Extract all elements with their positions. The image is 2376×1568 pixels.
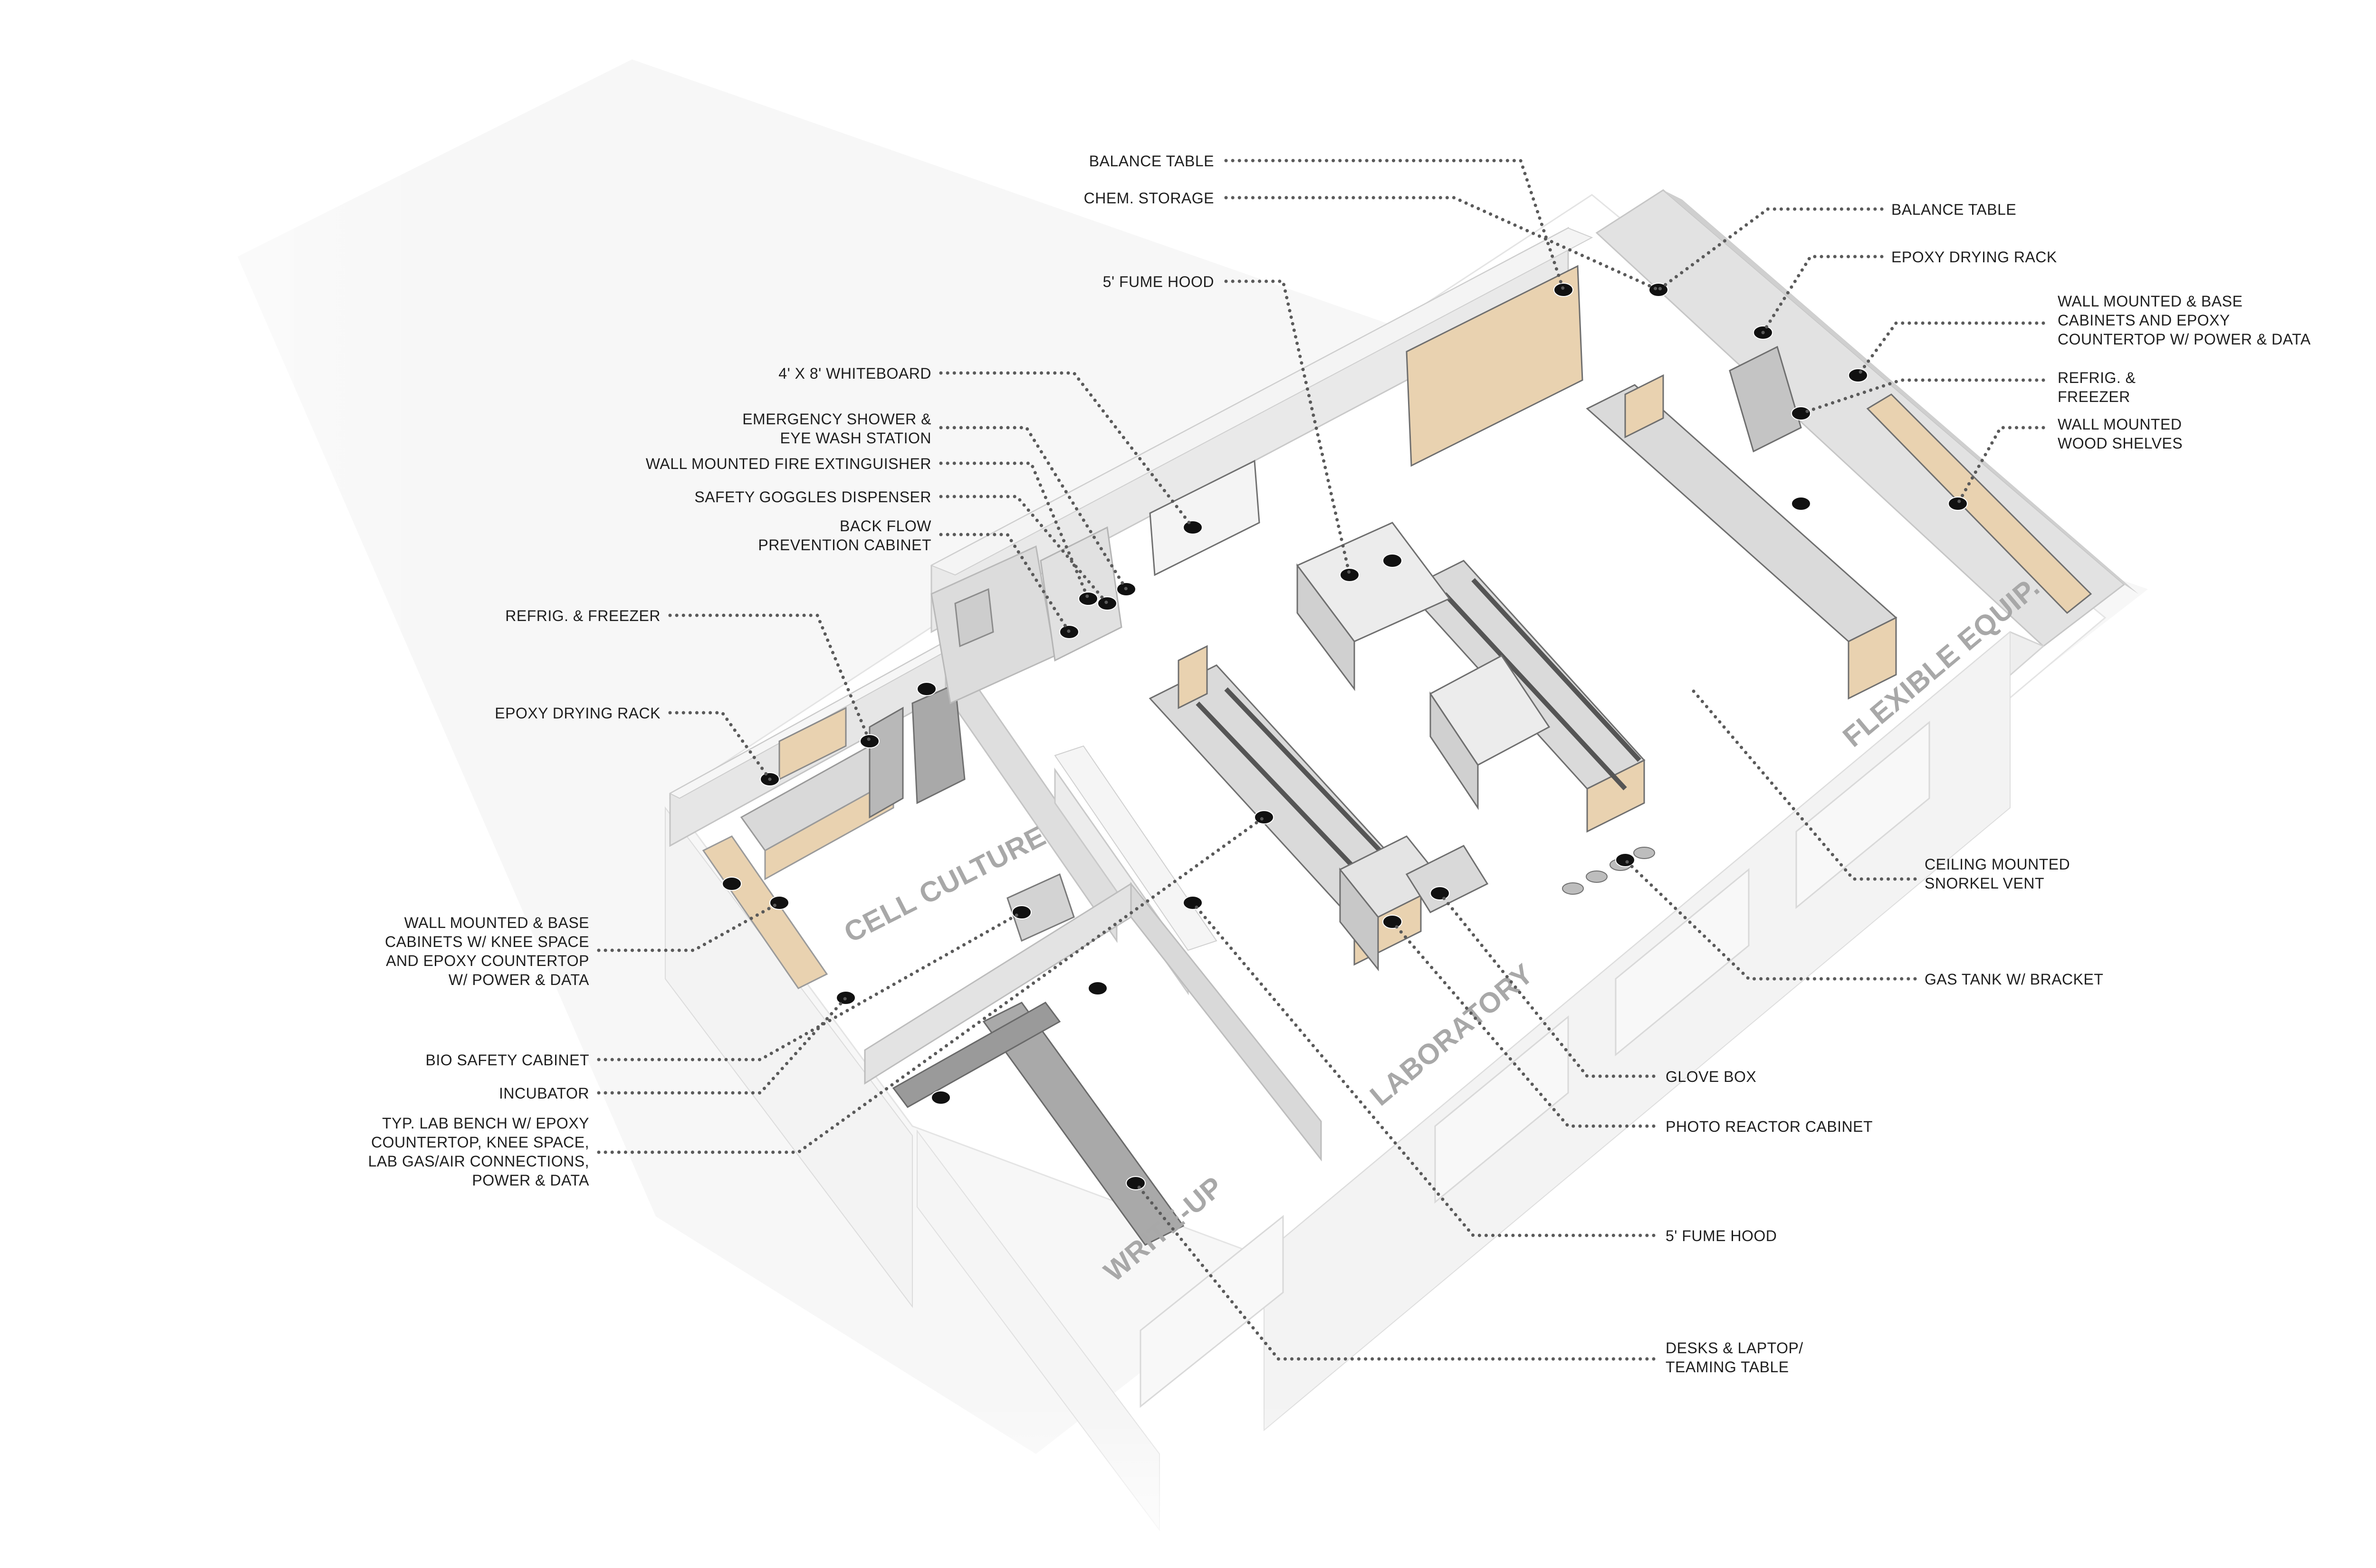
cell-culture-upper-cabinets	[778, 707, 847, 781]
cell-culture-left-counter	[702, 835, 828, 989]
label-lab-bench-2: COUNTERTOP, KNEE SPACE,	[371, 1134, 589, 1151]
whiteboard-panel	[1149, 459, 1260, 576]
windows	[1140, 720, 1930, 1408]
label-lab-bench-1: TYP. LAB BENCH W/ EPOXY	[382, 1115, 589, 1132]
label-chem-storage: CHEM. STORAGE	[1084, 190, 1214, 207]
right-wall-face	[1663, 190, 2138, 594]
wood-shelves-right	[1866, 393, 2092, 614]
label-wall-mounted-right-1: WALL MOUNTED & BASE	[2058, 293, 2242, 310]
lab-benches	[1149, 374, 1897, 966]
leader-wall-mounted-right	[1856, 321, 2045, 377]
label-wall-mounted-left-2: CABINETS W/ KNEE SPACE	[385, 933, 589, 950]
label-fire-extinguisher: WALL MOUNTED FIRE EXTINGUISHER	[646, 455, 931, 472]
desk-row	[892, 1002, 1061, 1108]
label-epoxy-rack-right: EPOXY DRYING RACK	[1891, 249, 2057, 266]
label-refrig-left: REFRIG. & FREEZER	[505, 607, 661, 624]
cell-culture-refrigerator-a	[869, 707, 904, 819]
leader-lines	[597, 159, 2045, 1361]
leader-wood-shelves	[1956, 426, 2045, 506]
bio-safety-cabinet-unit	[1006, 873, 1075, 942]
label-whiteboard: 4' X 8' WHITEBOARD	[778, 365, 931, 382]
left-callouts: BALANCE TABLE CHEM. STORAGE 5' FUME HOOD…	[368, 153, 1214, 1189]
label-lab-bench-3: LAB GAS/AIR CONNECTIONS,	[368, 1153, 589, 1170]
upper-cabinets-right	[1624, 374, 1664, 439]
label-refrig-right-2: FREEZER	[2058, 388, 2130, 405]
label-epoxy-rack-left: EPOXY DRYING RACK	[495, 705, 661, 722]
label-wood-shelves-1: WALL MOUNTED	[2058, 416, 2182, 433]
label-wall-mounted-left-3: AND EPOXY COUNTERTOP	[386, 952, 589, 969]
leader-balance-table-right	[1657, 207, 1884, 292]
right-refrigerator	[1729, 345, 1802, 453]
label-wall-mounted-right-2: CABINETS AND EPOXY	[2058, 312, 2230, 329]
leader-balance-table-left	[1224, 159, 1565, 292]
leader-glove-box	[1438, 891, 1656, 1078]
label-refrig-right-1: REFRIG. &	[2058, 369, 2136, 386]
label-bio-safety: BIO SAFETY CABINET	[426, 1052, 589, 1069]
label-balance-table-right: BALANCE TABLE	[1891, 201, 2016, 218]
equipment	[1296, 265, 2092, 972]
label-incubator: INCUBATOR	[499, 1085, 589, 1102]
label-fume-hood-top: 5' FUME HOOD	[1103, 273, 1214, 290]
label-back-flow-1: BACK FLOW	[840, 517, 931, 535]
leader-chem-storage	[1224, 196, 1660, 292]
leader-bio-safety	[597, 910, 1024, 1061]
label-wood-shelves-2: WOOD SHELVES	[2058, 435, 2183, 452]
leader-fume-hood-bottom	[1191, 901, 1656, 1237]
label-back-flow-2: PREVENTION CABINET	[758, 536, 931, 554]
write-up-right-wall	[1130, 881, 1322, 1162]
leader-refrig-right	[1799, 378, 2045, 415]
right-callouts: BALANCE TABLE EPOXY DRYING RACK WALL MOU…	[1666, 201, 2311, 1376]
leader-epoxy-rack-left	[668, 711, 772, 781]
leader-back-flow	[939, 533, 1071, 634]
label-snorkel-vent-2: SNORKEL VENT	[1925, 875, 2044, 892]
leader-lab-bench	[597, 815, 1266, 1154]
label-emergency-shower-1: EMERGENCY SHOWER &	[742, 411, 931, 428]
label-photo-reactor: PHOTO REACTOR CABINET	[1666, 1118, 1873, 1135]
markers	[722, 283, 1968, 1190]
chem-storage-shelving	[1406, 265, 1583, 467]
leader-incubator	[597, 996, 848, 1095]
leader-fire-extinguisher	[939, 461, 1090, 601]
leader-goggles	[939, 495, 1109, 605]
leader-refrig-left	[668, 613, 872, 743]
cell-culture-refrigerator-b	[911, 683, 966, 804]
label-desks-2: TEAMING TABLE	[1666, 1358, 1789, 1376]
marker-dots	[722, 283, 1968, 1190]
photo-reactor-unit	[1405, 845, 1489, 913]
leader-desks	[1134, 1181, 1656, 1361]
label-emergency-shower-2: EYE WASH STATION	[780, 430, 931, 447]
label-wall-mounted-left-1: WALL MOUNTED & BASE	[404, 914, 589, 931]
leader-whiteboard	[939, 371, 1195, 529]
cell-culture-room	[669, 639, 1217, 995]
label-balance-table-left: BALANCE TABLE	[1089, 153, 1214, 170]
leader-emergency-shower	[939, 426, 1128, 591]
label-desks-1: DESKS & LAPTOP/	[1666, 1339, 1803, 1357]
label-goggles: SAFETY GOGGLES DISPENSER	[694, 488, 931, 506]
label-gas-tank: GAS TANK W/ BRACKET	[1925, 971, 2103, 988]
back-wall-top	[930, 227, 1593, 576]
label-wall-mounted-right-3: COUNTERTOP W/ POWER & DATA	[2058, 331, 2311, 348]
leader-gas-tank	[1623, 858, 1917, 981]
label-glove-box: GLOVE BOX	[1666, 1068, 1756, 1085]
entry-door	[954, 588, 994, 648]
label-snorkel-vent-1: CEILING MOUNTED	[1925, 856, 2070, 873]
leader-snorkel-vent	[1690, 687, 1917, 881]
label-fume-hood-bottom: 5' FUME HOOD	[1666, 1227, 1777, 1244]
leader-fume-hood-top	[1224, 279, 1351, 577]
leader-photo-reactor	[1390, 920, 1656, 1128]
label-lab-bench-4: POWER & DATA	[472, 1172, 589, 1189]
leader-wall-mounted-left	[597, 901, 781, 952]
label-wall-mounted-left-4: W/ POWER & DATA	[449, 971, 589, 988]
